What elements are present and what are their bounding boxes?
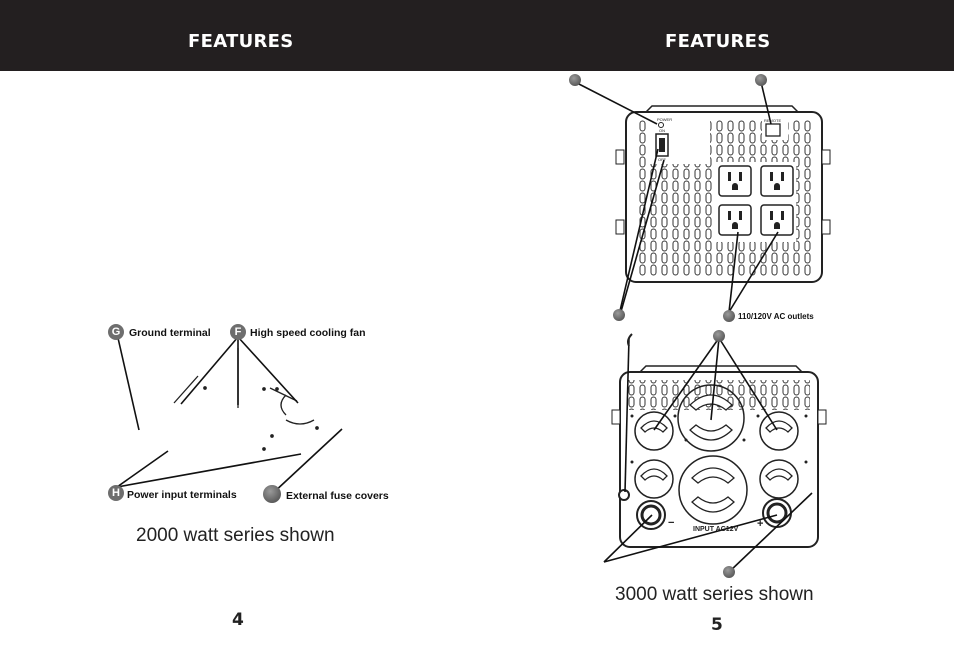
dc-panel: INPUT AC12V − + (611, 365, 827, 548)
ac-outlets-label: 110/120V AC outlets (738, 312, 814, 321)
power-text: POWER (657, 117, 672, 122)
right-page-number: 5 (711, 615, 723, 635)
right-caption: 3000 watt series shown (615, 584, 814, 605)
ground-hook-icon (627, 333, 633, 347)
on-text: ON (659, 128, 665, 133)
minus-text: − (668, 517, 674, 529)
plus-text: + (757, 518, 763, 530)
h-callout-badge: H (108, 485, 124, 501)
cooling-fan-label: High speed cooling fan (250, 327, 366, 339)
g-callout-badge: G (108, 324, 124, 340)
right-page-title: FEATURES (665, 31, 771, 52)
left-page-number: 4 (232, 610, 244, 630)
left-page-title: FEATURES (188, 31, 294, 52)
power-input-terminals-label: Power input terminals (127, 489, 237, 501)
fuse-covers-label: External fuse covers (286, 490, 389, 502)
left-caption: 2000 watt series shown (136, 525, 335, 546)
right-callout-lines (574, 81, 813, 573)
left-callout-lines (116, 336, 343, 495)
left-diagram (173, 348, 319, 451)
right-callout-dots (569, 74, 767, 578)
f-callout-badge: F (230, 324, 246, 340)
fuse-callout-dot (263, 485, 281, 503)
input-text: INPUT AC12V (693, 526, 739, 533)
remote-text: REMOTE (764, 118, 781, 123)
ground-terminal-label: Ground terminal (129, 327, 211, 339)
off-text: OFF (658, 157, 667, 162)
page-header: FEATURES FEATURES (0, 0, 954, 71)
